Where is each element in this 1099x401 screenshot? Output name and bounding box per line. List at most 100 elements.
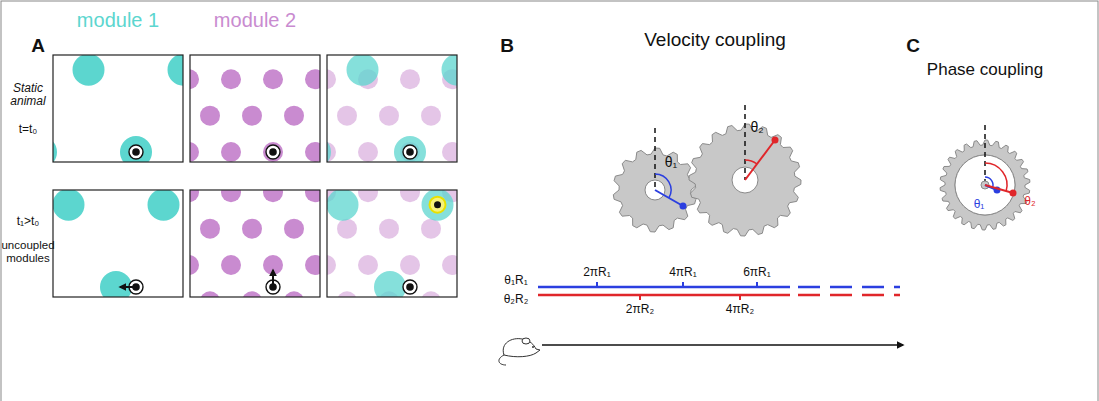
grid-field (200, 291, 220, 297)
grid-field (263, 190, 283, 202)
tick-label: 4πR₁ (669, 266, 697, 279)
grid-field (242, 291, 262, 297)
grid-field (347, 55, 379, 86)
gear (613, 148, 696, 232)
tick-label: 6πR₁ (743, 266, 771, 279)
grid-field (327, 255, 336, 275)
animal-marker (403, 280, 417, 294)
phase-dot (1010, 190, 1017, 197)
box-outline (327, 190, 457, 297)
distance-line (798, 286, 900, 289)
angle-arc (745, 160, 757, 164)
grid-field (421, 291, 441, 297)
panel-letter: C (906, 36, 920, 57)
grid-field (200, 106, 220, 126)
grid-field (100, 271, 132, 297)
distance-line (798, 294, 900, 297)
reference-line (984, 125, 986, 185)
module-box (158, 33, 346, 198)
axis-label: θ₁R₁ (504, 274, 527, 287)
grid-field (221, 142, 241, 162)
grid-field (53, 190, 85, 221)
phase-dot (772, 137, 779, 144)
module-box (158, 182, 346, 311)
grid-field (394, 136, 426, 162)
animal-marker (269, 148, 277, 156)
tick (639, 295, 641, 300)
tick (756, 282, 758, 287)
tick (682, 282, 684, 287)
grid-field (442, 255, 457, 275)
grid-field (400, 190, 420, 202)
angle-label: θ₁ (974, 198, 985, 211)
figure-part (532, 346, 534, 348)
panel-letter: B (500, 36, 514, 57)
grid-field (305, 69, 320, 89)
grid-field (305, 190, 320, 202)
grid-field (358, 142, 378, 162)
shift-arrow (272, 270, 274, 285)
figure-part (190, 190, 320, 297)
grid-field (284, 106, 304, 126)
box-outline (53, 190, 183, 297)
module-box (25, 54, 200, 168)
panel-letter: A (31, 36, 45, 57)
tick-label: 4πR₂ (726, 303, 754, 316)
animal-marker (406, 283, 414, 291)
grid-field (190, 142, 199, 162)
row-label: uncoupled modules (1, 239, 55, 264)
grid-field (190, 255, 199, 275)
grid-field (374, 271, 406, 297)
figure-part (53, 190, 183, 297)
axis-label: θ₂R₂ (504, 293, 529, 306)
grid-field (221, 190, 241, 202)
row-label: Static animal (2, 82, 54, 108)
shift-arrow (120, 286, 134, 288)
distance-line (538, 294, 790, 297)
grid-field (263, 142, 283, 162)
module-name: module 2 (214, 9, 296, 31)
figure-part (327, 190, 457, 297)
grid-field (284, 219, 304, 239)
animal-marker (266, 145, 280, 159)
tick (739, 295, 741, 300)
grid-field (242, 219, 262, 239)
reference-line (744, 105, 746, 180)
grid-field (421, 106, 441, 126)
angle-label: θ₂ (750, 120, 763, 135)
box-outline (190, 55, 320, 162)
figure-part (327, 55, 457, 162)
box-outline (53, 55, 183, 162)
grid-field (422, 190, 454, 221)
figure-part (522, 338, 530, 344)
figure-part (190, 55, 320, 162)
grid-field (442, 142, 457, 162)
grid-field (305, 142, 320, 162)
grid-field (337, 291, 357, 297)
phase-ray (655, 190, 683, 206)
figure-part (503, 339, 540, 357)
phase-ray (985, 185, 1013, 193)
trajectory-arrow (542, 344, 903, 346)
grid-field (200, 219, 220, 239)
module-box (295, 33, 483, 198)
module-name: module 1 (77, 9, 159, 31)
mouse-icon (499, 338, 540, 365)
animal-marker (406, 148, 414, 156)
grid-field (327, 190, 359, 221)
grid-field (442, 55, 458, 86)
figure-part (53, 55, 183, 162)
grid-field (327, 69, 336, 89)
panel-title: Phase coupling (927, 61, 1043, 80)
gear (689, 124, 801, 236)
reference-line (654, 128, 656, 190)
grid-field (358, 255, 378, 275)
grid-field (190, 190, 199, 202)
grid-field (221, 255, 241, 275)
grid-field (190, 69, 199, 89)
angle-label: θ₂ (1024, 195, 1035, 208)
grid-field (120, 136, 152, 162)
grid-field (263, 69, 283, 89)
grid-field (327, 136, 331, 162)
animal-marker (132, 148, 140, 156)
